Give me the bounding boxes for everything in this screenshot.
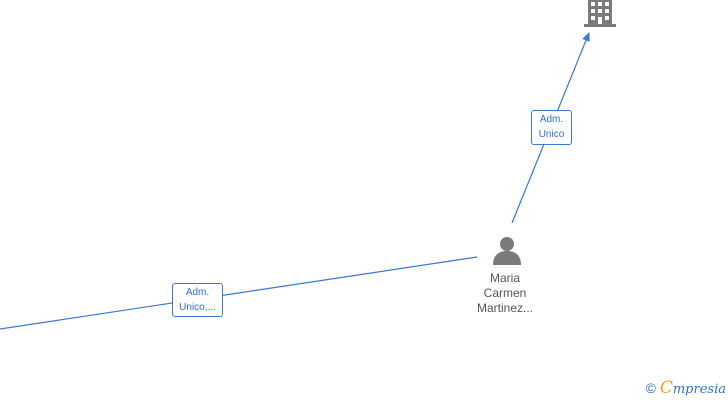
edge-label-adm-unico-truncated[interactable]: Adm. Unico,...	[172, 283, 223, 317]
person-name-line: Martinez...	[476, 301, 533, 315]
edge-label-line: Unico,...	[179, 302, 216, 313]
copyright-icon: ©	[645, 380, 656, 396]
brand-logo-text: mpresia	[672, 382, 726, 397]
edge-label-line: Adm.	[185, 287, 210, 298]
person-name-line: Carmen	[483, 286, 527, 300]
brand-logo-initial: C	[659, 378, 673, 398]
edge-left-to-person	[0, 256, 478, 330]
person-name-line: Maria	[489, 271, 520, 285]
edge-label-line: Unico	[538, 129, 565, 140]
person-name-label[interactable]: Maria Carmen Martinez...	[462, 271, 548, 316]
empresia-watermark: © Cmpresia	[646, 378, 726, 400]
edge-label-line: Adm.	[539, 114, 564, 125]
edge-label-adm-unico[interactable]: Adm. Unico	[531, 110, 572, 145]
building-icon[interactable]	[584, 0, 616, 27]
person-icon[interactable]	[493, 237, 521, 265]
